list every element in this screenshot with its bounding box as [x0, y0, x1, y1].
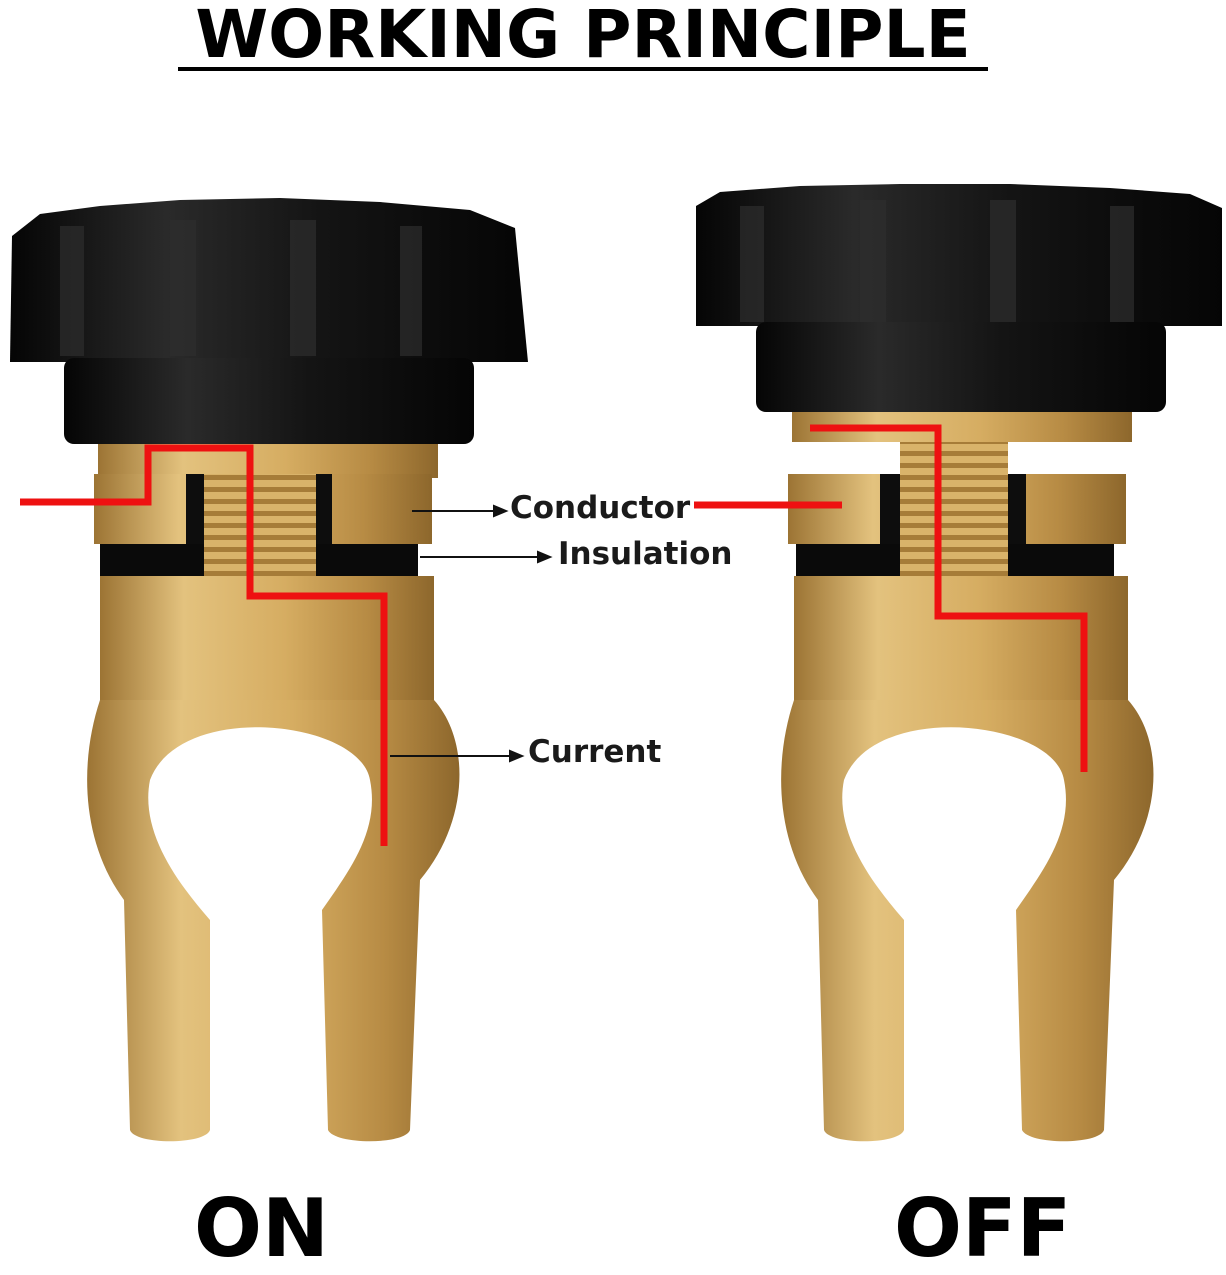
off-state-label: OFF [894, 1182, 1072, 1275]
callout-arrows [390, 504, 553, 763]
on-switch [10, 198, 528, 1142]
off-clamp [781, 700, 1154, 1142]
off-switch [694, 184, 1222, 1142]
diagram-title: WORKING PRINCIPLE [195, 0, 971, 73]
off-knob-top [696, 184, 1222, 326]
insulation-label: Insulation [558, 536, 733, 572]
on-knob-top [10, 198, 528, 362]
on-knob-base [64, 358, 474, 444]
on-clamp [87, 700, 460, 1142]
on-current-path [20, 444, 388, 846]
off-current-path-upper [810, 424, 1088, 772]
title-underline [178, 67, 988, 71]
on-state-label: ON [194, 1182, 329, 1275]
current-label: Current [528, 734, 662, 770]
off-knob-base [756, 322, 1166, 412]
conductor-label: Conductor [510, 490, 691, 526]
